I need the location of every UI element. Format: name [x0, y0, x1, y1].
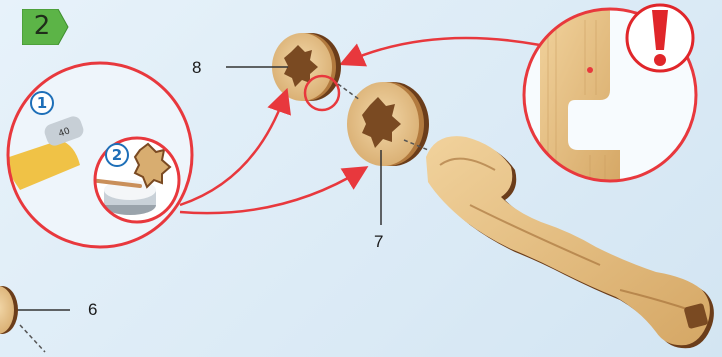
zoom-arrow — [346, 38, 540, 62]
inset-step-1-badge: 1 — [31, 92, 53, 114]
part-7-label: 7 — [374, 232, 383, 252]
inset-step-2-badge: 2 — [106, 144, 128, 166]
exclamation-icon — [627, 5, 693, 71]
preparation-inset: 40 1 2 — [0, 63, 192, 247]
inset-step-2-number: 2 — [112, 146, 122, 164]
part-6-piece — [0, 286, 45, 352]
part-8-label: 8 — [192, 58, 201, 78]
glue-arrow-to-part-7 — [180, 170, 362, 213]
glue-arrow-to-part-8 — [180, 95, 285, 205]
inset-step-1-number: 1 — [37, 94, 47, 112]
part-7-disc — [347, 82, 429, 166]
part-6-label: 6 — [88, 300, 97, 320]
